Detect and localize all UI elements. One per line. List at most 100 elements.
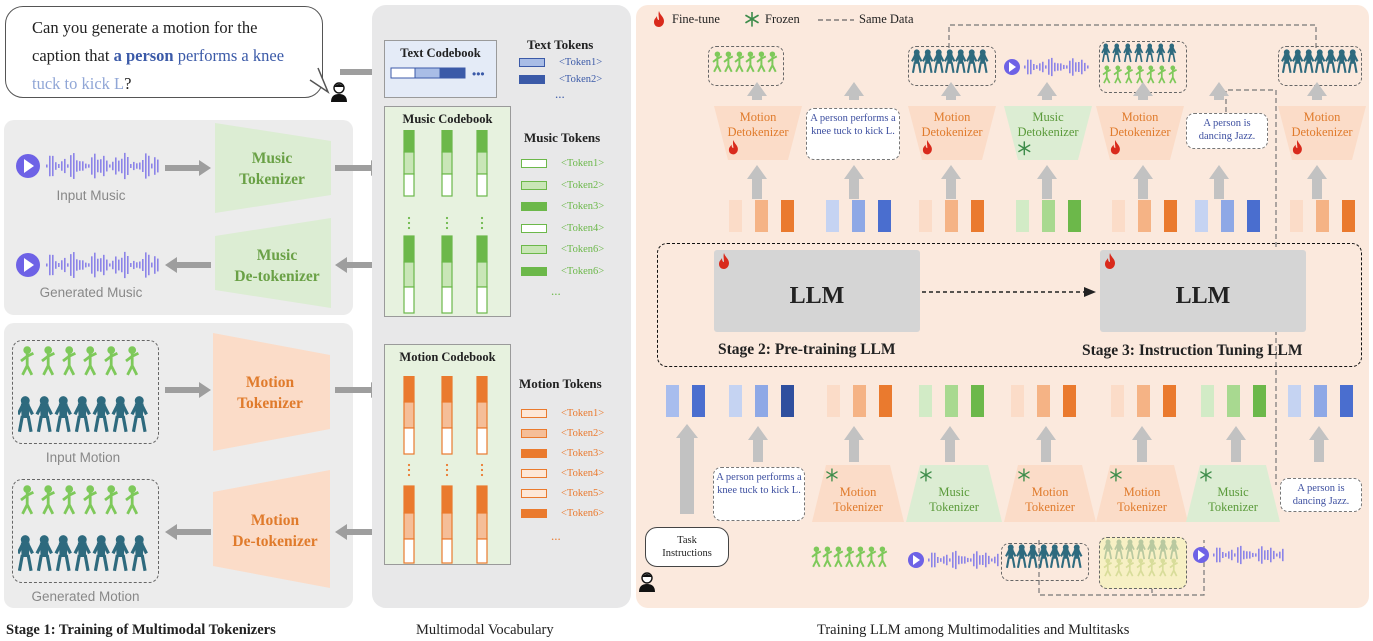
- token-row: <Token1>: [521, 158, 604, 169]
- dancer-figure: [1169, 539, 1179, 561]
- dancer-figure: [1147, 558, 1157, 577]
- token-label: <Token4>: [561, 468, 605, 479]
- waveform-bar: [88, 263, 90, 267]
- waveform-bar: [106, 160, 108, 172]
- token-bar: [1112, 200, 1125, 232]
- arrow-icon: [335, 160, 383, 176]
- token-bar: [781, 200, 794, 232]
- codebook-ellipsis-dot: [445, 473, 449, 477]
- waveform-bar: [946, 554, 948, 566]
- arrow-icon: [335, 382, 383, 398]
- stage2-label: Stage 2: Pre-training LLM: [718, 341, 896, 358]
- codebook-ellipsis-dot: [407, 473, 411, 477]
- waveform-bar: [124, 251, 126, 279]
- waveform-bar: [148, 155, 150, 177]
- music-waveform-output: [1004, 57, 1089, 77]
- dancer-figure: [1037, 543, 1050, 569]
- dancer-figure: [1324, 48, 1337, 74]
- dancer-figure: [1112, 43, 1122, 63]
- token-bar: [1247, 200, 1260, 232]
- waveform-bar: [79, 161, 81, 171]
- codebook-cell: [441, 130, 453, 153]
- token-bar: [1016, 200, 1029, 232]
- waveform-bar: [1237, 547, 1239, 563]
- music-waveform-input: [908, 550, 999, 570]
- up-arrow-icon: [844, 165, 864, 199]
- dancer-figure: [1015, 543, 1028, 569]
- waveform-bar: [1270, 547, 1272, 563]
- waveform-bar: [73, 252, 75, 278]
- token-swatch: [521, 159, 547, 169]
- dancer-figure: [1103, 539, 1113, 561]
- input-motion-frame: [1001, 543, 1089, 581]
- token-bar: [878, 200, 891, 232]
- flame-icon: [719, 253, 729, 269]
- dancer-figure: [723, 51, 734, 73]
- waveform-bar: [1024, 65, 1026, 69]
- codebook-cell: [476, 173, 488, 197]
- dancer-figure: [811, 546, 822, 568]
- token-label: <Token2>: [561, 179, 605, 191]
- arrow-icon: [165, 160, 211, 176]
- waveform-bar: [1048, 59, 1050, 75]
- waveform-bar: [121, 257, 123, 273]
- dancer-figure: [833, 546, 844, 568]
- token-label: <Token4>: [561, 222, 605, 234]
- token-label: <Token1>: [561, 408, 605, 419]
- dancer-figure: [1101, 43, 1111, 63]
- waveform-bar: [85, 163, 87, 169]
- waveform-bar: [1069, 60, 1071, 74]
- waveform-bar: [121, 158, 123, 174]
- token-bar: [971, 385, 984, 417]
- token-label: <Token6>: [561, 508, 605, 519]
- input-motion-frame: [12, 340, 159, 444]
- waveform-bar: [154, 256, 156, 274]
- codebook-ellipsis-dot: [407, 216, 411, 220]
- codebook-cell: [476, 261, 488, 288]
- token-row: <Token4>: [521, 468, 604, 479]
- token-bar: [755, 200, 768, 232]
- prompt-bold-text: a person: [113, 46, 174, 65]
- token-row: <Token1>: [521, 408, 604, 419]
- dancer-figure: [1291, 48, 1304, 74]
- dancer-figure: [40, 484, 56, 516]
- input-motion-figures: [18, 345, 149, 434]
- dancer-figure: [1103, 558, 1113, 577]
- waveform-bar: [1030, 59, 1032, 75]
- waveform-bar: [130, 263, 132, 267]
- codebook-cell: [403, 538, 415, 564]
- waveform-bar: [109, 263, 111, 267]
- token-swatch: [521, 266, 547, 276]
- waveform-bar: [1249, 551, 1251, 559]
- waveform-bar: [157, 258, 159, 272]
- waveform-bar: [130, 164, 132, 168]
- waveform-bar: [88, 164, 90, 168]
- dancer-figure: [756, 51, 767, 73]
- codebook-cell: [441, 427, 453, 455]
- stage1-label: Stage 1: Training of Multimodal Tokenize…: [6, 622, 276, 638]
- user-icon: [638, 572, 656, 593]
- up-arrow-icon: [1307, 82, 1327, 100]
- stage3-label: Stage 3: Instruction Tuning LLM: [1082, 342, 1303, 359]
- codebook-cell: [476, 538, 488, 564]
- output-motion-frame: [1278, 46, 1362, 86]
- token-bar: [1164, 200, 1177, 232]
- legend-frozen: Frozen: [765, 12, 800, 26]
- up-arrow-icon: [940, 426, 960, 462]
- waveform-bar: [139, 162, 141, 170]
- up-arrow-icon: [844, 426, 864, 462]
- codebook-ellipsis-dot: [445, 468, 449, 472]
- up-arrow-icon: [1037, 165, 1057, 199]
- token-ellipsis: ...: [551, 528, 561, 543]
- codebook-ellipsis-dot: [407, 221, 411, 225]
- token-bar: [852, 200, 865, 232]
- dancer-figure: [734, 51, 745, 73]
- text-token-ellipsis: ...: [555, 86, 565, 101]
- caption-jazz: A person is dancing Jazz.: [1280, 478, 1362, 512]
- token-bar: [1221, 200, 1234, 232]
